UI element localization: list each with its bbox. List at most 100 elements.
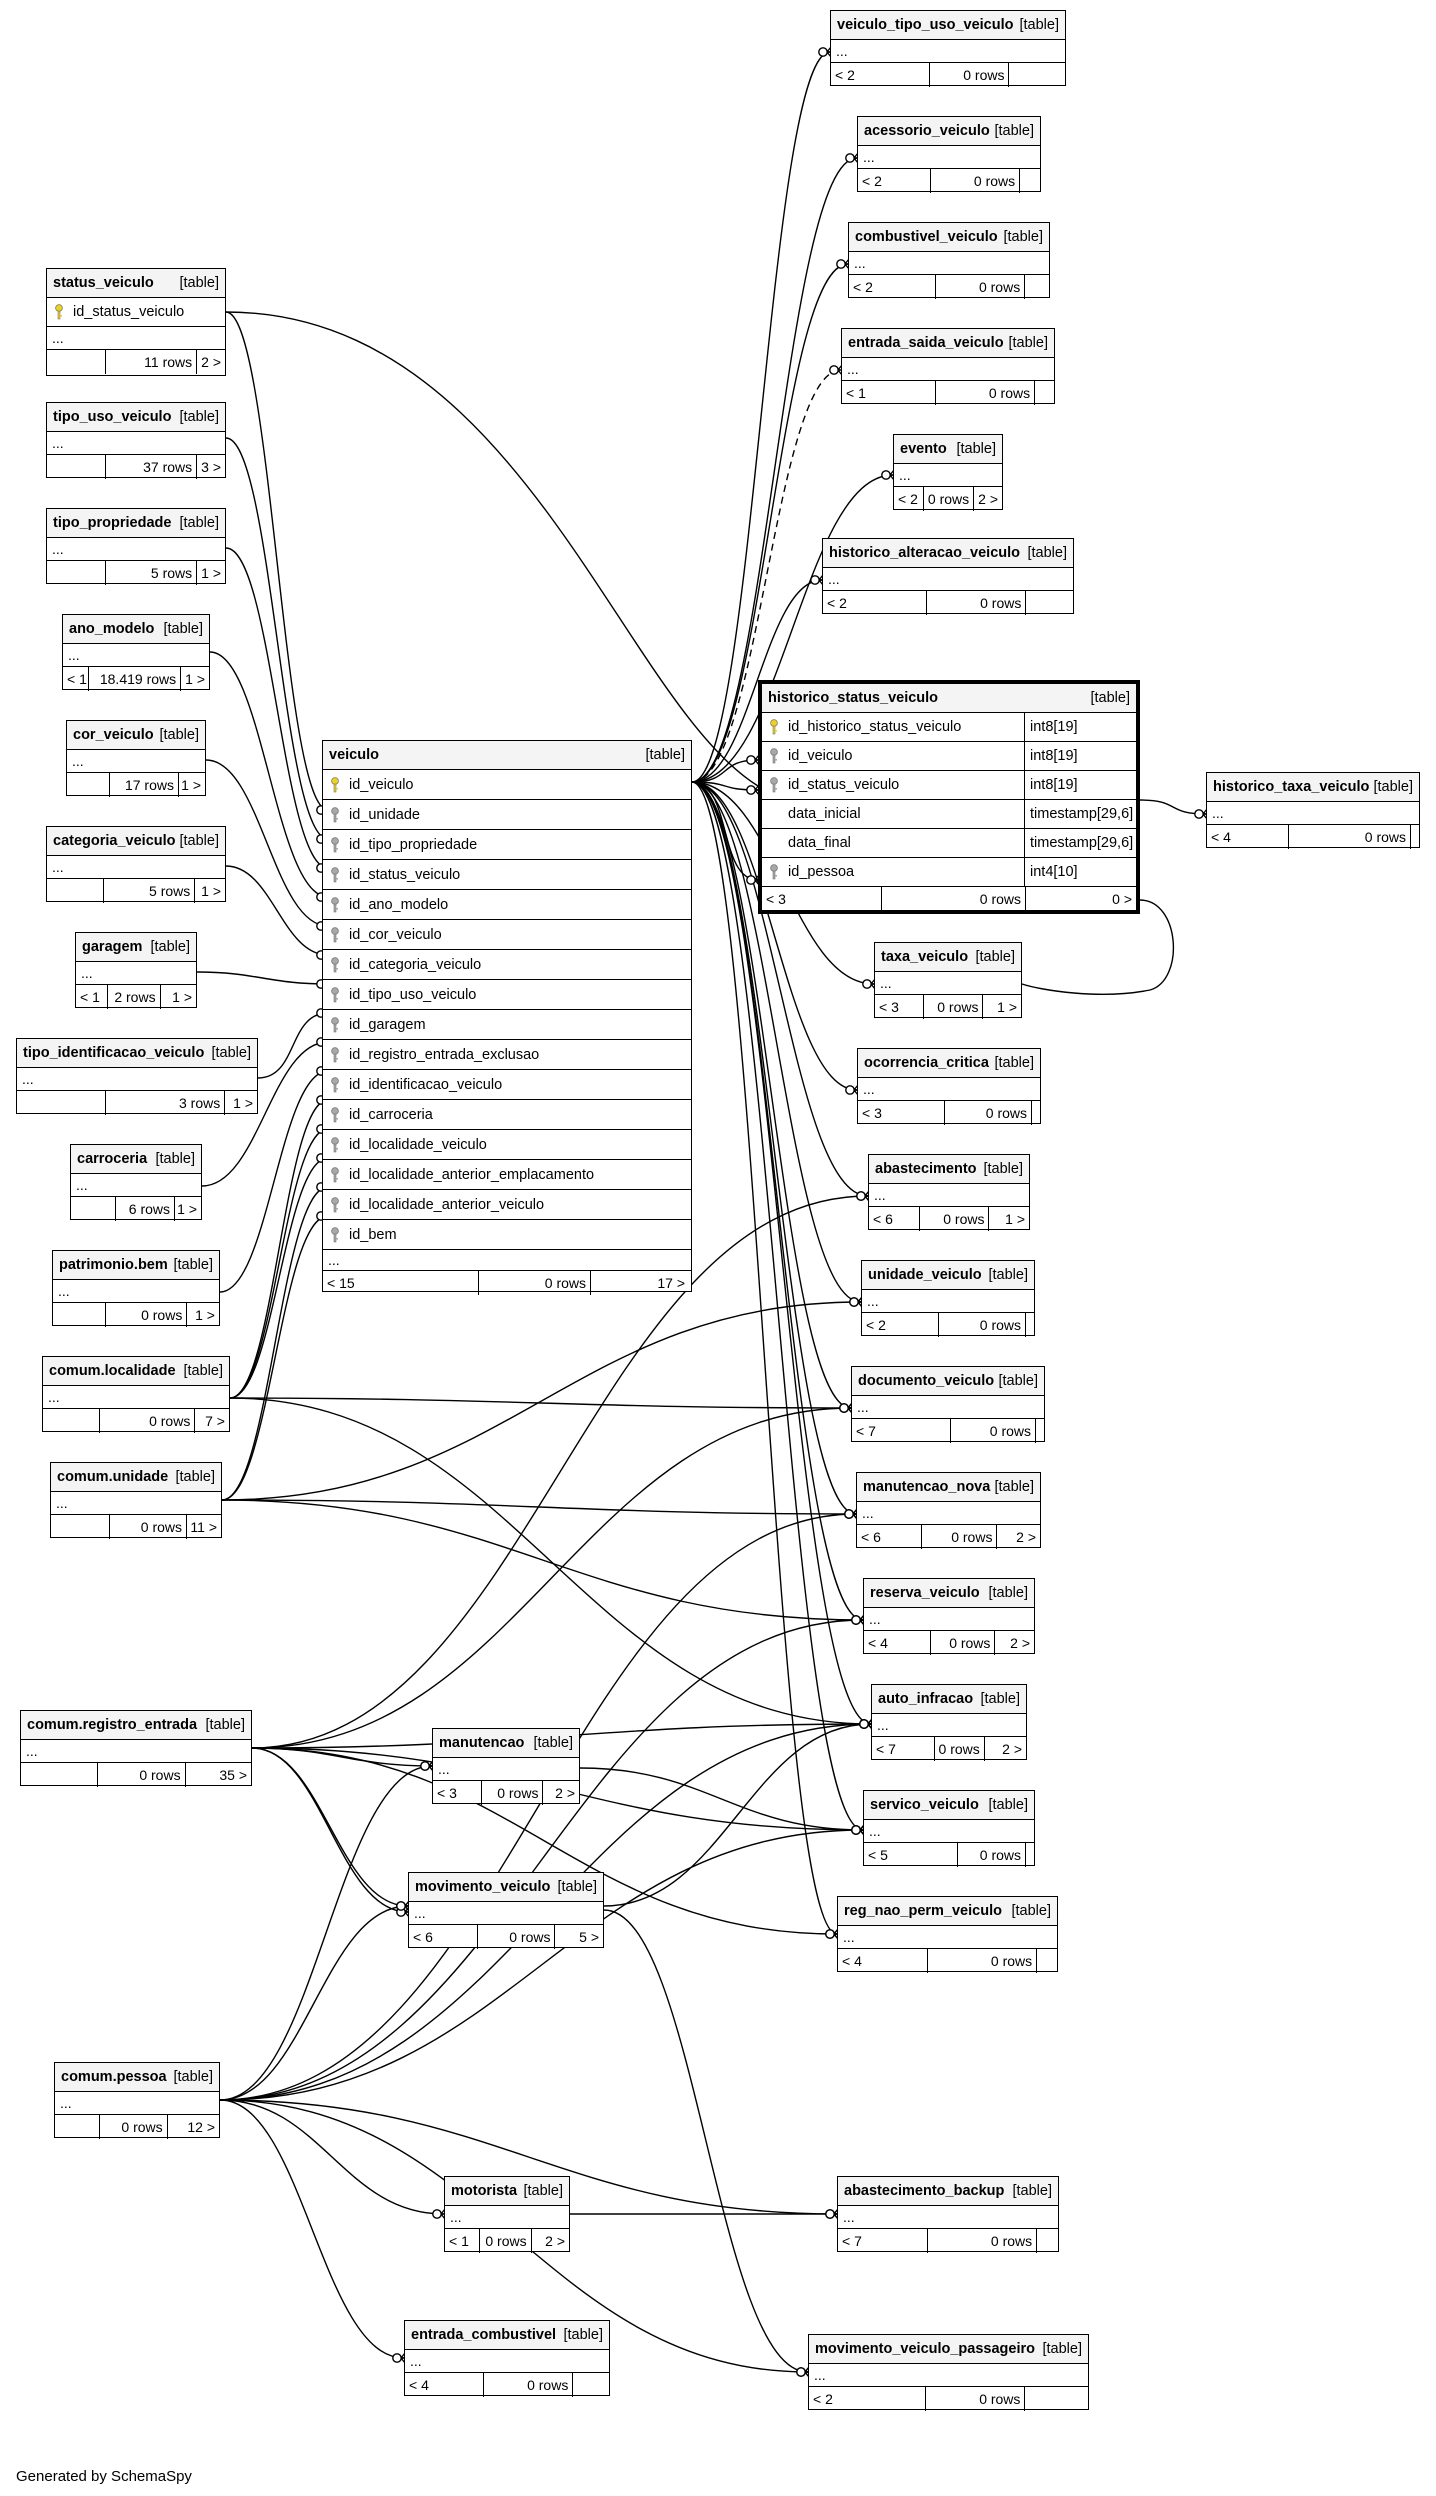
table-name[interactable]: comum.localidade [49,1363,176,1379]
table-status_veiculo[interactable]: status_veiculo[table]id_status_veiculo..… [46,268,226,376]
table-name[interactable]: categoria_veiculo [53,833,176,849]
table-header: movimento_veiculo_passageiro[table] [809,2335,1088,2364]
table-name[interactable]: entrada_combustivel [411,2327,557,2343]
table-name[interactable]: documento_veiculo [858,1373,995,1389]
table-name[interactable]: veiculo_tipo_uso_veiculo [837,17,1014,33]
row-count: 5 rows [104,879,196,903]
table-name[interactable]: patrimonio.bem [59,1257,168,1273]
table-name[interactable]: ano_modelo [69,621,155,637]
table-name[interactable]: historico_taxa_veiculo [1213,779,1370,795]
table-name[interactable]: garagem [82,939,143,955]
columns-ellipsis: ... [838,1926,1057,1949]
table-header: motorista[table] [445,2177,569,2206]
parent-count [55,2115,101,2139]
table-name[interactable]: reserva_veiculo [870,1585,980,1601]
table-type-tag: [table] [998,1373,1039,1389]
table-name[interactable]: abastecimento_backup [844,2183,1005,2199]
table-name[interactable]: cor_veiculo [73,727,154,743]
table-name[interactable]: reg_nao_perm_veiculo [844,1903,1002,1919]
optional-marker [818,47,828,57]
table-name[interactable]: motorista [451,2183,518,2199]
table-name[interactable]: veiculo [329,747,379,763]
table-name[interactable]: evento [900,441,947,457]
table-type-tag: [table] [980,1691,1021,1707]
row-count: 0 rows [936,275,1026,299]
table-name[interactable]: carroceria [77,1151,148,1167]
table-name[interactable]: historico_status_veiculo [768,690,939,706]
table-name[interactable]: acessorio_veiculo [864,123,990,139]
table-historico_alteracao_veiculo[interactable]: historico_alteracao_veiculo[table]...< 2… [822,538,1074,615]
table-name[interactable]: taxa_veiculo [881,949,969,965]
table-historico_status_veiculo[interactable]: historico_status_veiculo[table]id_histor… [758,680,1140,914]
table-name[interactable]: entrada_saida_veiculo [848,335,1004,351]
table-name[interactable]: unidade_veiculo [868,1267,982,1283]
table-name[interactable]: status_veiculo [53,275,154,291]
table-name[interactable]: movimento_veiculo_passageiro [815,2341,1035,2357]
foreign-key-icon [327,1016,343,1033]
columns-ellipsis: ... [831,40,1065,63]
row-count: 0 rows [480,2229,532,2253]
table-header: cor_veiculo[table] [67,721,205,750]
table-name[interactable]: comum.pessoa [61,2069,167,2085]
optional-marker [1194,809,1204,819]
table-name[interactable]: movimento_veiculo [415,1879,551,1895]
table-name[interactable]: manutencao_nova [863,1479,991,1495]
table-name[interactable]: ocorrencia_critica [864,1055,989,1071]
table-name[interactable]: auto_infracao [878,1691,974,1707]
table-name[interactable]: combustivel_veiculo [855,229,998,245]
row-count: 17 rows [110,773,179,797]
table-name[interactable]: tipo_identificacao_veiculo [23,1045,205,1061]
table-name[interactable]: manutencao [439,1735,525,1751]
table-header: historico_alteracao_veiculo[table] [823,539,1073,568]
table-name[interactable]: tipo_propriedade [53,515,172,531]
table-header: abastecimento[table] [869,1155,1029,1184]
table-name[interactable]: abastecimento [875,1161,977,1177]
column-name: id_cor_veiculo [349,926,442,943]
table-name[interactable]: comum.registro_entrada [27,1717,198,1733]
table-name[interactable]: comum.unidade [57,1469,169,1485]
table-name[interactable]: tipo_uso_veiculo [53,409,172,425]
row-count: 18.419 rows [89,667,182,691]
column-row: id_veiculo [323,770,691,800]
table-movimento_veiculo_passageiro[interactable]: movimento_veiculo_passageiro[table]...< … [808,2334,1089,2411]
table-tipo_identificacao_veiculo[interactable]: tipo_identificacao_veiculo[table]...3 ro… [16,1038,258,1115]
table-name[interactable]: servico_veiculo [870,1797,979,1813]
table-name[interactable]: historico_alteracao_veiculo [829,545,1020,561]
